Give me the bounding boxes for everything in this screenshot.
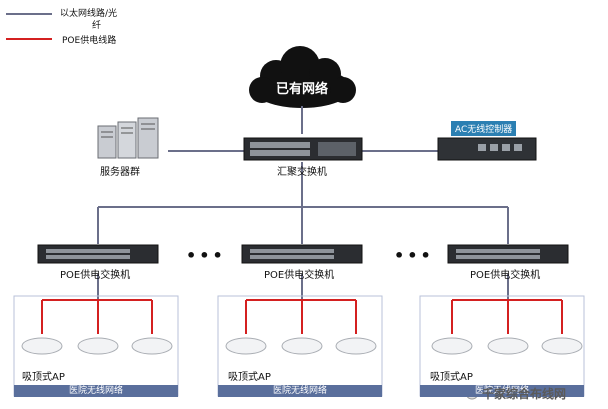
poe-switch-label-2: POE供电交换机 (264, 270, 335, 281)
poe-switch-icon-1 (37, 244, 159, 264)
legend-ethernet-label-cont: 纤 (92, 21, 102, 31)
zone-footer-1: 医院无线网络 (14, 385, 178, 397)
ac-controller-icon (437, 137, 537, 161)
ap-label-2: 吸顶式AP (228, 372, 271, 383)
zone-footer-3: 医院无线网络 (420, 385, 584, 397)
ceiling-ap-icons (21, 337, 583, 355)
core-switch-icon (243, 137, 363, 161)
ap-label-3: 吸顶式AP (430, 372, 473, 383)
cloud-label: 已有网络 (276, 82, 329, 97)
poe-switch-icon-2 (241, 244, 363, 264)
ellipsis-1: ••• (186, 246, 226, 265)
poe-switch-icon-3 (447, 244, 569, 264)
watermark: 千家综合布线网 (482, 387, 567, 401)
legend-poe-label: POE供电线路 (62, 36, 117, 46)
zone-footer-2: 医院无线网络 (218, 385, 382, 397)
ac-controller-label: AC无线控制器 (451, 121, 517, 136)
poe-links (41, 299, 563, 334)
legend-ethernet-label: 以太网线路/光 (60, 9, 118, 19)
poe-switch-label-3: POE供电交换机 (470, 270, 541, 281)
server-label: 服务器群 (100, 167, 140, 178)
ap-label-1: 吸顶式AP (22, 372, 65, 383)
server-rack-icon (97, 117, 159, 159)
poe-switch-label-1: POE供电交换机 (60, 270, 131, 281)
cloud-icon (249, 46, 356, 108)
ellipsis-2: ••• (394, 246, 434, 265)
core-switch-label: 汇聚交换机 (277, 167, 327, 178)
